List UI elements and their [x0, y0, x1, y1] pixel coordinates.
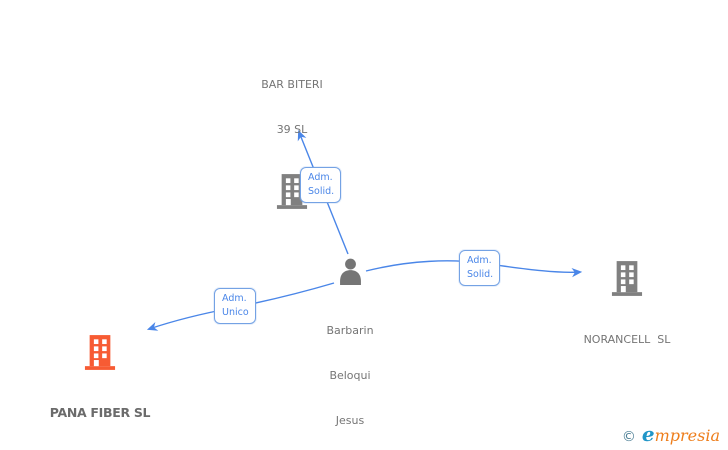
edge-label-adm-unico: Adm. Unico — [214, 288, 256, 324]
node-barbarin-beloqui-jesus[interactable]: Barbarin Beloqui Jesus — [290, 257, 410, 450]
brand-rest: mpresia — [654, 426, 720, 445]
edge-label-adm-solid-top: Adm. Solid. — [300, 167, 342, 203]
building-icon — [611, 261, 643, 296]
building-icon — [276, 174, 308, 209]
node-label-line: Beloqui — [329, 369, 371, 382]
node-norancell[interactable]: NORANCELL SL — [567, 261, 687, 377]
building-icon — [84, 335, 116, 370]
brand-initial: e — [641, 422, 655, 446]
node-label-line: Jesus — [335, 414, 365, 427]
node-label: NORANCELL SL — [584, 302, 671, 377]
node-bar-biteri[interactable]: BAR BITERI 39 SL — [232, 47, 352, 209]
node-label-line: NORANCELL SL — [583, 333, 671, 346]
edge-label-line: Adm. — [467, 255, 492, 266]
edge-label-line: Solid. — [467, 269, 494, 280]
edge-label-line: Solid. — [308, 186, 335, 197]
brand-text: empresia — [642, 422, 720, 446]
node-label-line: 39 SL — [276, 123, 308, 136]
edge-label-line: Adm. — [308, 172, 333, 183]
node-label: Barbarin Beloqui Jesus — [326, 293, 373, 450]
copyright-icon: © — [621, 429, 636, 445]
node-label: PANA FIBER SL — [49, 373, 151, 450]
node-pana-fiber[interactable]: PANA FIBER SL — [40, 335, 160, 450]
node-label-line: BAR BITERI — [261, 78, 323, 91]
edge-label-adm-solid-right: Adm. Solid. — [459, 250, 501, 286]
node-label-line: Barbarin — [326, 324, 374, 337]
person-icon — [339, 258, 361, 286]
empresia-logo: © empresia — [622, 422, 720, 446]
edge-label-line: Adm. — [222, 293, 247, 304]
node-label: BAR BITERI 39 SL — [261, 47, 323, 167]
edge-label-line: Unico — [222, 307, 249, 318]
node-label-line: PANA FIBER SL — [49, 405, 151, 420]
